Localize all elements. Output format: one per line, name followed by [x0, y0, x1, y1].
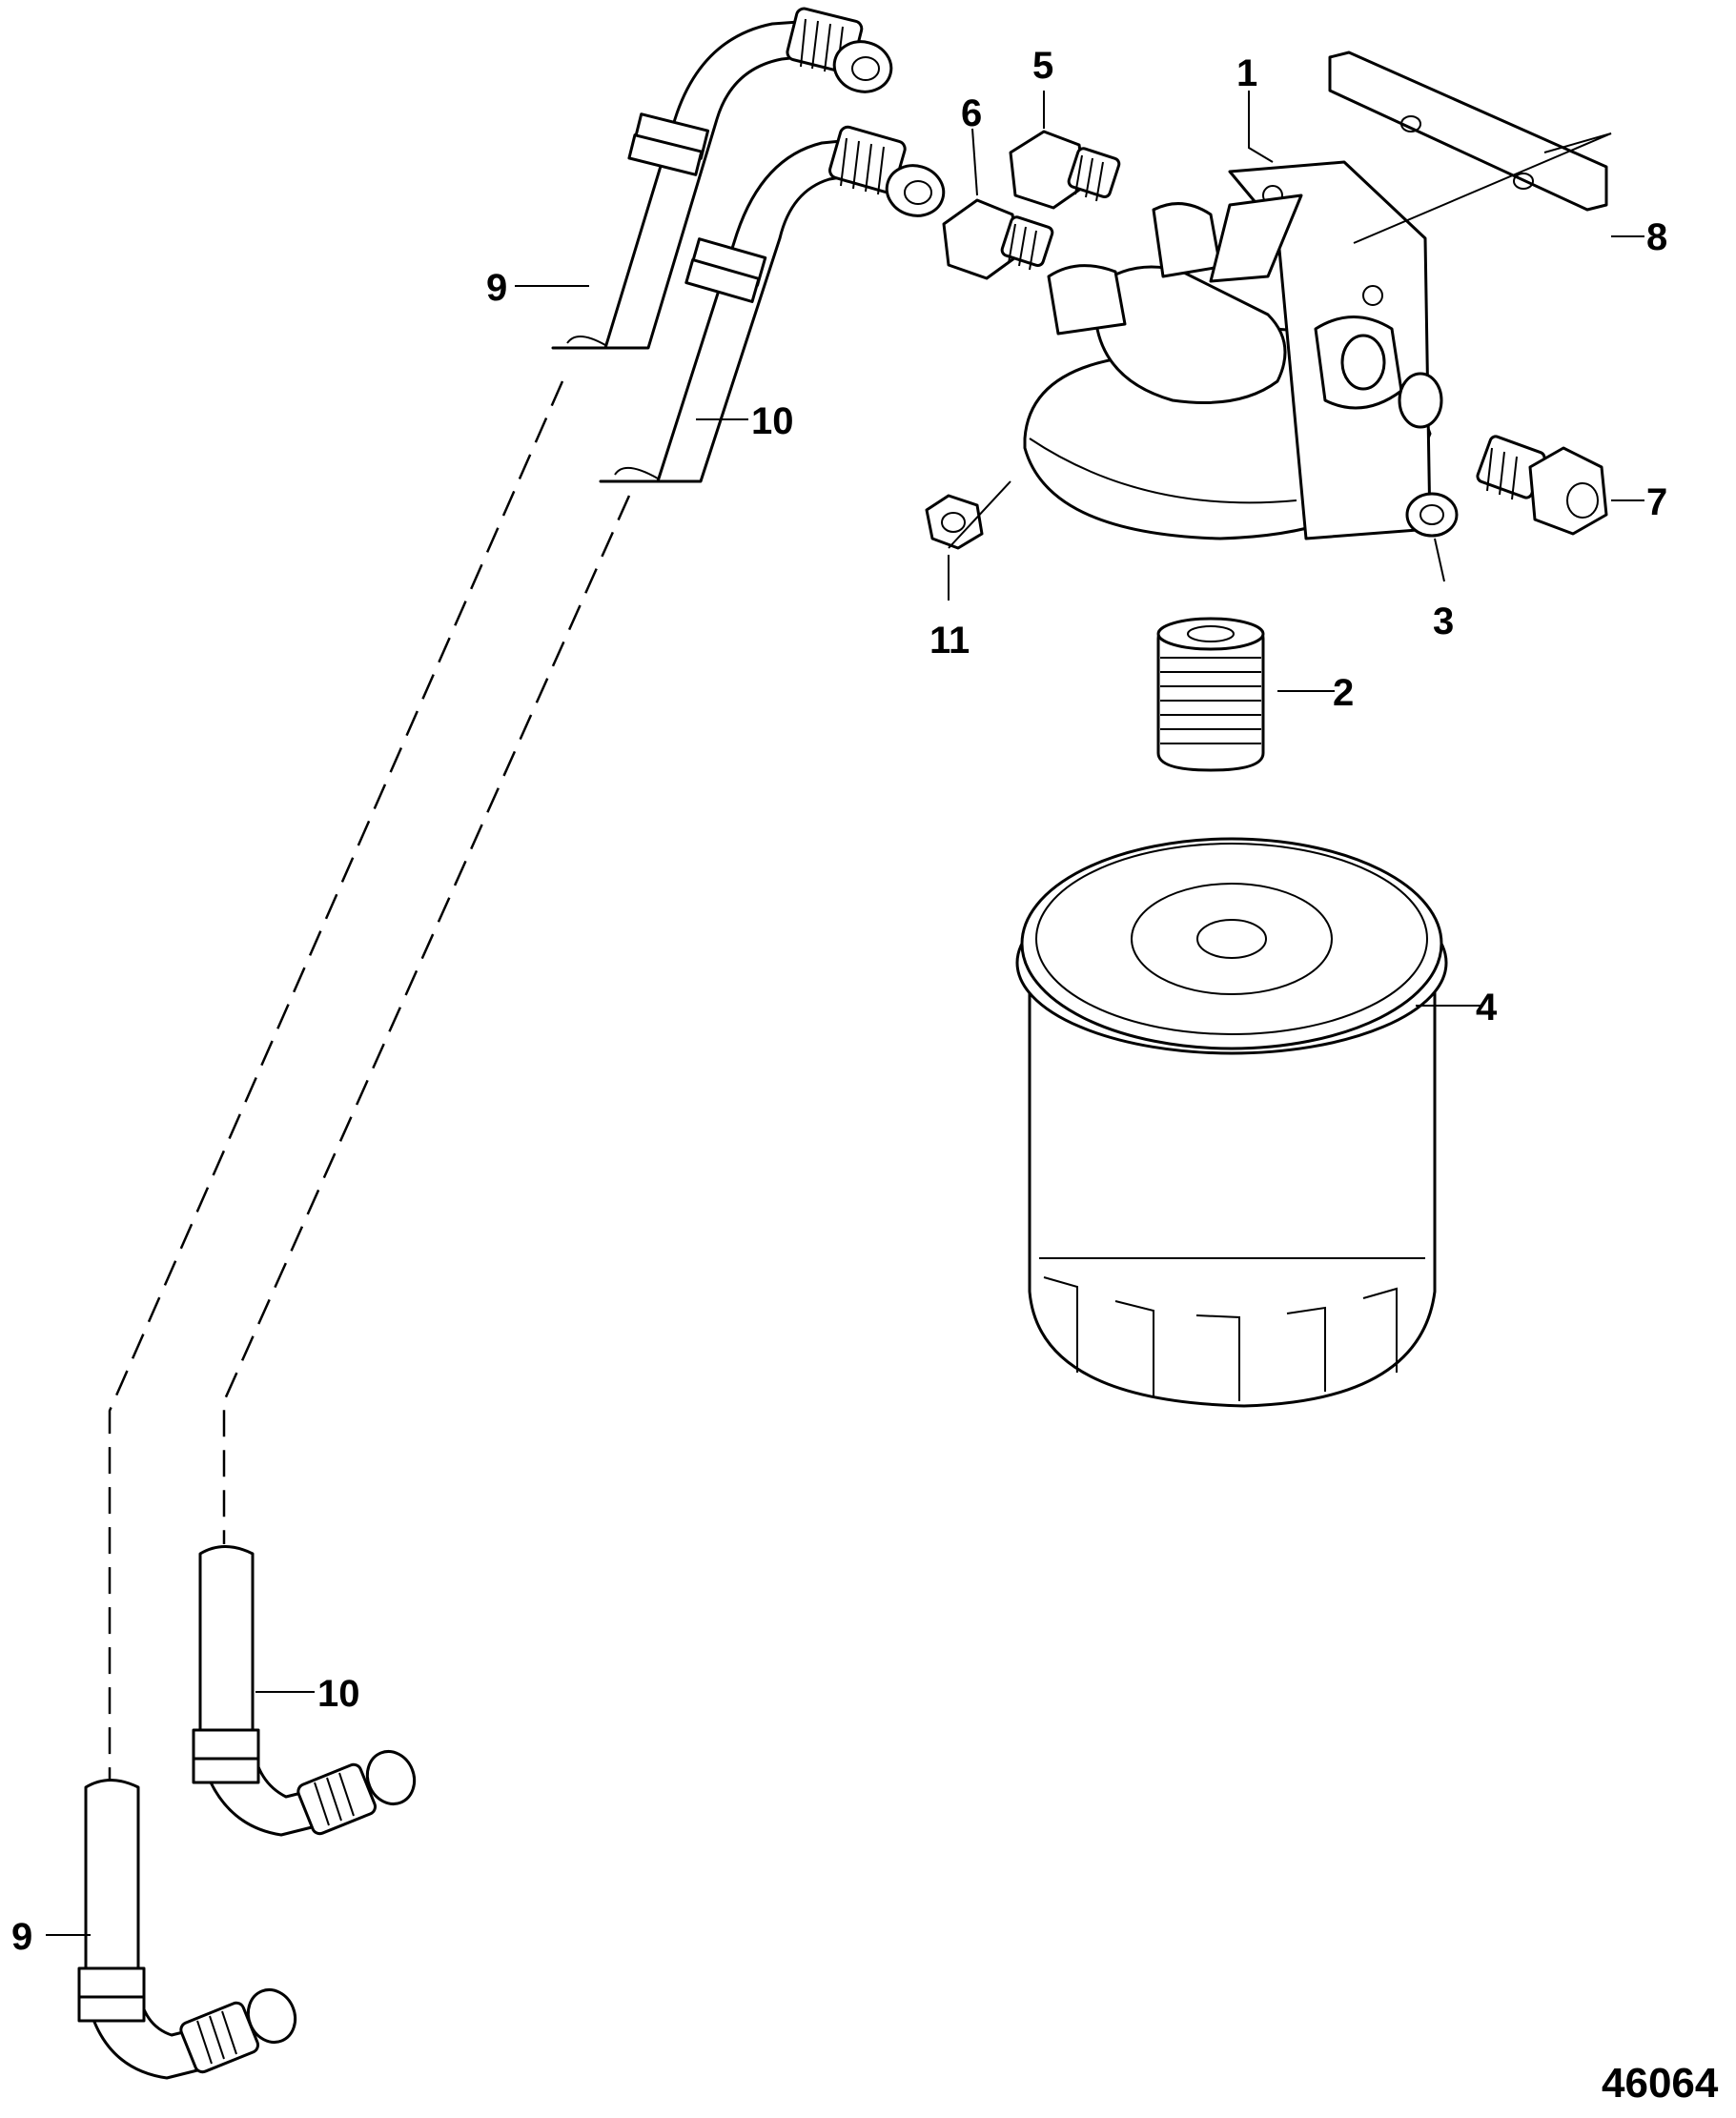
fuel-hose-9-upper: [551, 7, 893, 350]
callout-11: 11: [929, 620, 970, 662]
figure-number: 46064: [1602, 2060, 1719, 2107]
adapter-nipple-2: [1156, 617, 1265, 772]
mounting-bracket-8: [1328, 51, 1608, 212]
callout-3: 3: [1433, 601, 1454, 642]
callout-1: 1: [1236, 52, 1257, 94]
callout-10-lower: 10: [317, 1673, 360, 1715]
callout-5: 5: [1032, 45, 1053, 87]
callout-7: 7: [1646, 481, 1667, 523]
fuel-hose-10-upper: [599, 125, 946, 483]
connector-7: [1476, 435, 1608, 536]
callout-9-lower: 9: [11, 1916, 32, 1958]
callout-2: 2: [1333, 672, 1354, 714]
filter-head-1: [1023, 160, 1443, 540]
fuel-hose-9-lower: [77, 1779, 297, 2080]
callout-labels: 1 2 3 4 5 6 7 8 9 10 11 10 9: [11, 45, 1667, 1958]
leader-lines: [46, 91, 1644, 1936]
callout-8: 8: [1646, 216, 1667, 258]
callout-6: 6: [961, 92, 982, 134]
fuel-filter-element-4: [1015, 837, 1448, 1408]
callout-4: 4: [1476, 987, 1498, 1028]
fitting-6: [942, 198, 1054, 280]
plug-3: [1405, 492, 1459, 538]
callout-10-upper: 10: [751, 400, 794, 442]
hose-continuation-lines: [108, 380, 631, 1782]
fitting-5: [1009, 130, 1121, 210]
fuel-hose-10-lower: [192, 1545, 417, 1837]
callout-9-upper: 9: [486, 267, 507, 309]
nut-11: [925, 494, 984, 550]
